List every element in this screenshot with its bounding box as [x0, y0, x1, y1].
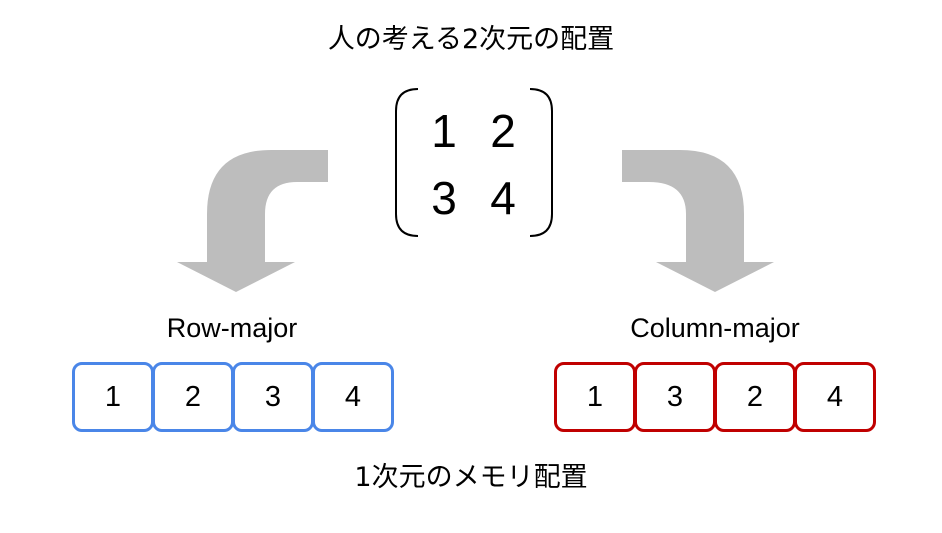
memory-cell: 2 — [714, 362, 796, 432]
row-major-label: Row-major — [166, 313, 298, 343]
memory-cell: 2 — [152, 362, 234, 432]
matrix-left-bracket — [395, 88, 419, 237]
matrix-cell: 3 — [431, 172, 457, 224]
matrix-cell: 2 — [490, 105, 516, 157]
column-major-label: Column-major — [630, 313, 800, 343]
matrix-right-bracket — [529, 88, 553, 237]
matrix-cell: 4 — [490, 172, 516, 224]
memory-cell: 1 — [72, 362, 154, 432]
row-major-arrow — [177, 150, 328, 292]
memory-cell: 3 — [232, 362, 314, 432]
memory-cell: 4 — [312, 362, 394, 432]
memory-cell: 4 — [794, 362, 876, 432]
memory-cell: 3 — [634, 362, 716, 432]
column-major-arrow — [622, 150, 774, 292]
matrix-cell: 1 — [431, 105, 457, 157]
memory-cell: 1 — [554, 362, 636, 432]
memory-caption: 1次元のメモリ配置 — [354, 462, 588, 493]
diagram-title: 人の考える2次元の配置 — [327, 24, 615, 55]
